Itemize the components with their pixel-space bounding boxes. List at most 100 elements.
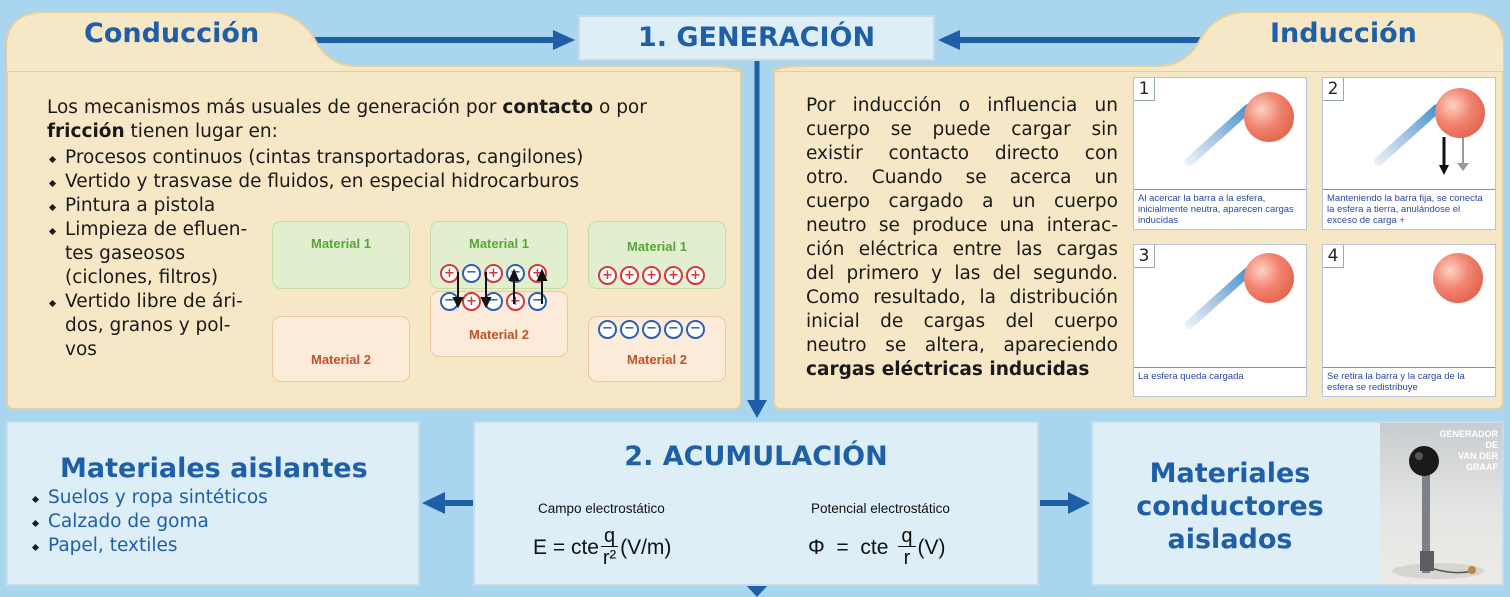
list-item-line: vos [65,339,97,360]
formula-denominator: r² [602,547,617,569]
intro-bold-friccion: fricción [47,121,125,142]
induccion-title: Inducción [1270,18,1417,49]
positive-charge-icon: + [484,264,503,283]
induction-step-4: 4 Se retira la barra y la carga de la es… [1322,244,1496,397]
conduccion-bullet-list: Procesos continuos (cintas transportador… [47,146,687,218]
negative-charge-icon: − [642,320,661,339]
step-number: 1 [1134,78,1155,101]
contact-charges-bottom: − + − + − [440,292,547,311]
induccion-text: Por inducción o influencia un cuerpo se … [806,94,1118,358]
material1-block: Material 1 [272,221,410,289]
text-line: cuerpo cargado a un cuerpo [806,191,1118,212]
positive-charge-icon: + [642,266,661,285]
van-de-graaff-generator-icon [1392,446,1484,579]
text-line: Como resultado, la distribución [806,287,1118,308]
text-line: neutro se altera, apareciendo [806,335,1118,356]
list-item: Vertido libre de ári- dos, granos y pol-… [47,290,277,362]
material2-label: Material 2 [311,352,371,367]
generacion-box: 1. GENERACIÓN [578,15,935,61]
induccion-tab-shape [773,11,1504,72]
formula-numerator: q [600,526,619,547]
conductores-title: Materiales conductores aislados [1117,457,1343,556]
list-item: Vertido y trasvase de fluidos, en especi… [47,170,687,194]
charged-positive-row: + + + + + [598,266,705,285]
material1-label: Material 1 [469,236,529,251]
induction-step-2: 2 Manteniendo la barra fija, se conecta … [1322,77,1496,230]
list-item: Pintura a pistola [47,194,687,218]
charged-rod-icon [1371,102,1444,168]
generacion-title: 1. GENERACIÓN [637,22,876,53]
material2-label: Material 2 [469,327,529,342]
conduccion-intro: Los mecanismos más usuales de generación… [47,96,717,144]
formula-unit: (V/m) [620,535,672,559]
list-item: Suelos y ropa sintéticos [30,486,268,510]
title-line: aislados [1167,524,1293,555]
title-line: Materiales [1149,458,1311,489]
intro-text-3: tienen lugar en: [124,121,278,142]
text-line: cuerpo se puede cargar sin [806,119,1118,140]
aislantes-box: Materiales aislantes Suelos y ropa sinté… [6,421,420,586]
ground-connection-icon [1439,137,1469,175]
text-line: existir contacto directo con [806,143,1118,164]
intro-bold-contacto: contacto [502,97,594,118]
photo-label-line: VAN DER [1458,451,1498,461]
aislantes-title: Materiales aislantes [60,453,368,484]
list-item: Limpieza de efluen- tes gaseosos (ciclon… [47,218,277,290]
negative-charge-icon: − [686,320,705,339]
material1-label: Material 1 [627,239,687,254]
conduccion-title: Conducción [84,18,260,49]
step-number: 2 [1323,78,1344,101]
step-caption: Manteniendo la barra fija, se conecta la… [1323,189,1495,229]
step-caption: Se retira la barra y la carga de la esfe… [1323,367,1495,396]
negative-charge-icon: − [620,320,639,339]
negative-charge-icon: − [598,320,617,339]
positive-charge-icon: + [620,266,639,285]
step-number: 4 [1323,245,1344,268]
title-line: conductores [1136,491,1324,522]
induced-charges-bold: cargas eléctricas inducidas [806,359,1090,380]
text-line: Por inducción o influencia un [806,95,1118,116]
text-line: inicial de cargas del cuerpo [806,311,1118,332]
list-item-line: Limpieza de efluen- [65,219,248,240]
negative-charge-icon: − [484,292,503,311]
photo-label-line: DE [1485,440,1498,450]
negative-charge-icon: − [664,320,683,339]
text-line: del primero y las del segundo. [806,263,1118,284]
intro-text-1: Los mecanismos más usuales de generación… [47,97,503,118]
list-item: Procesos continuos (cintas transportador… [47,146,687,170]
material2-label: Material 2 [627,352,687,367]
acumulacion-box: 2. ACUMULACIÓN Campo electrostático Pote… [473,421,1039,586]
conduccion-tab-shape [6,11,742,72]
sphere-icon [1435,88,1485,138]
list-item-line: Vertido libre de ári- [65,291,243,312]
conductores-box: Materiales conductores aislados GENERADO… [1091,421,1504,586]
text-line: ción eléctrica entre las cargas [806,239,1118,260]
contact-charges-top: + − + − + [440,264,547,283]
material1-label: Material 1 [311,236,371,251]
positive-charge-icon: + [686,266,705,285]
van-de-graaff-photo: GENERADOR DE VAN DER GRAAF [1380,423,1502,584]
induccion-bold-line: cargas eléctricas inducidas [806,358,1089,382]
formula-numerator: q [898,526,916,547]
sphere-icon [1244,253,1294,303]
photo-label-line: GENERADOR [1439,429,1498,439]
text-line: otro. Cuando se acerca un [806,167,1118,188]
step-caption: Al acercar la barra a la esfera, inicial… [1134,189,1306,229]
negative-charge-icon: − [462,264,481,283]
formula-denominator: r [903,547,911,569]
potencial-label: Potencial electrostático [811,501,950,516]
positive-charge-icon: + [462,292,481,311]
text-line: neutro se produce una interac- [806,215,1118,236]
formula-lhs: E = cte [533,535,599,559]
list-item-line: dos, granos y pol- [65,315,231,336]
positive-charge-icon: + [598,266,617,285]
induction-step-1: 1 Al acercar la barra a la esfera, inici… [1133,77,1307,230]
step-caption: La esfera queda cargada [1134,367,1306,396]
positive-charge-icon: + [506,292,525,311]
list-item-line: (ciclones, filtros) [65,267,219,288]
